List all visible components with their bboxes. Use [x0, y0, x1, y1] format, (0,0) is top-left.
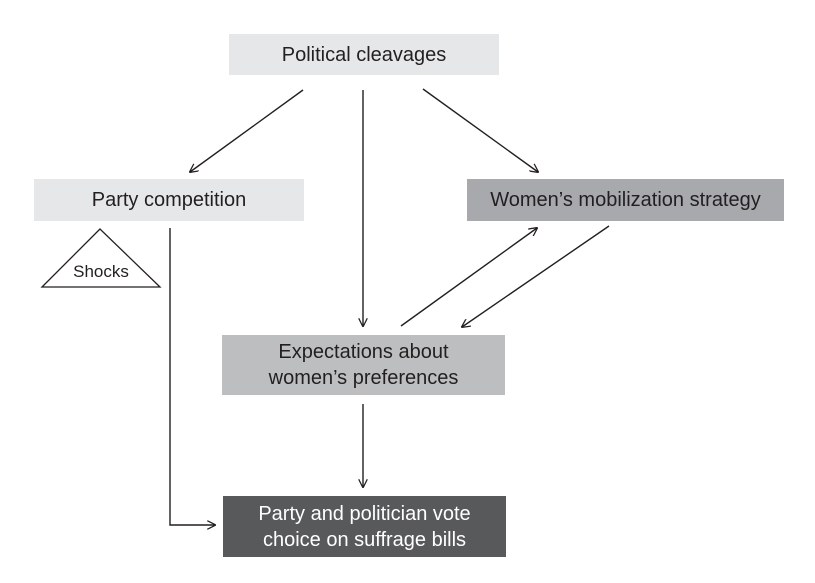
expectations-label-line-2: women’s preferences — [268, 367, 459, 389]
party-competition-box: Party competition — [34, 179, 304, 221]
vote-choice-label-line-1: Party and politician vote — [258, 502, 471, 525]
womens-mobilization-box: Women’s mobilization strategy — [467, 179, 784, 221]
party-competition-label: Party competition — [91, 189, 247, 211]
shocks-triangle — [40, 228, 162, 288]
expectations-box: Expectations about women’s preferences — [222, 335, 505, 395]
political-cleavages-label: Political cleavages — [281, 43, 447, 66]
vote-choice-label-line-2: choice on suffrage bills — [262, 528, 467, 551]
arrow-competition-to-outcome — [169, 228, 215, 525]
arrow-cleavages-to-competition — [190, 89, 304, 172]
vote-choice-box: Party and politician vote choice on suff… — [223, 496, 506, 557]
expectations-label-line-1: Expectations about — [278, 341, 449, 363]
arrow-mobilization-to-expectations — [462, 225, 610, 327]
political-cleavages-box: Political cleavages — [229, 34, 499, 75]
arrow-expectations-to-mobilization — [400, 228, 537, 327]
womens-mobilization-label: Women’s mobilization strategy — [490, 189, 761, 211]
shocks-label: Shocks — [73, 262, 129, 281]
arrow-cleavages-to-mobilization — [422, 88, 538, 172]
